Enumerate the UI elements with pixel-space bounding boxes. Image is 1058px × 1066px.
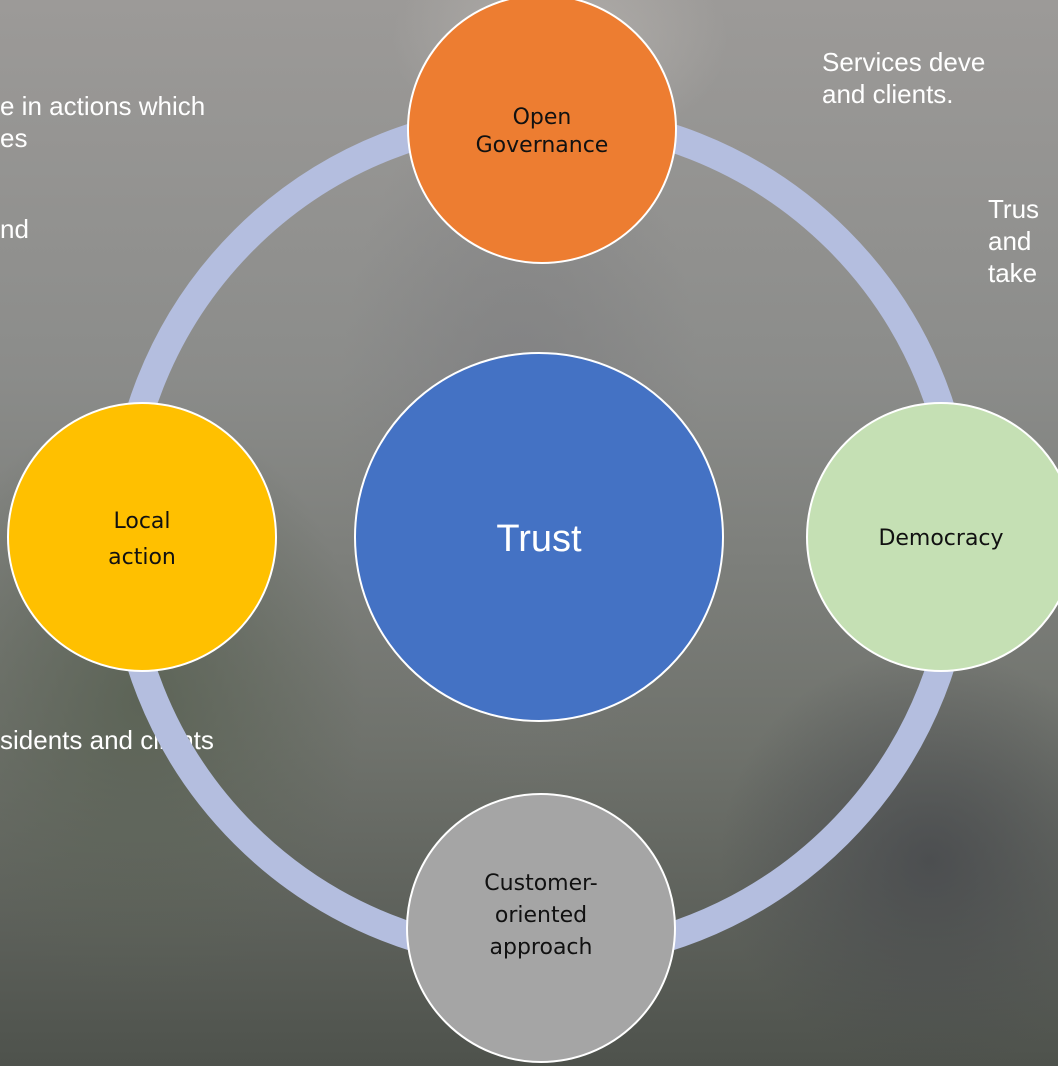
bg-text-line: and xyxy=(988,226,1032,256)
bg-text-line: e in actions which xyxy=(0,91,206,121)
bg-text-fragment-3: Services deve and clients. xyxy=(822,46,985,110)
node-label-line: Governance xyxy=(476,133,609,158)
node-label-line: Democracy xyxy=(878,526,1003,551)
node-label-line: action xyxy=(108,545,176,570)
bg-text-line: es xyxy=(0,123,28,153)
bg-text-line: Trus xyxy=(988,194,1040,224)
bg-text-line: nd xyxy=(0,214,29,244)
node-label-line: Open xyxy=(513,105,572,130)
bg-text-line: and clients. xyxy=(822,79,954,109)
node-label-line: oriented xyxy=(495,903,587,928)
bg-text-fragment-4: Trus and take xyxy=(988,193,1039,289)
center-node-label: Trust xyxy=(496,518,582,560)
node-label-line: Local xyxy=(113,509,170,534)
center-node-trust: Trust xyxy=(354,352,724,722)
center-node-circle xyxy=(354,352,724,722)
node-label-line: Customer- xyxy=(484,871,597,896)
bg-text-line: take xyxy=(988,258,1038,288)
bg-text-fragment-2: nd xyxy=(0,213,29,245)
node-circle xyxy=(406,793,676,1063)
node-circle xyxy=(407,0,677,264)
node-open-governance: Open Governance xyxy=(407,0,677,264)
node-circle xyxy=(806,402,1058,672)
node-customer-oriented-approach: Customer- oriented approach xyxy=(406,793,676,1063)
node-local-action: Local action xyxy=(7,402,277,672)
node-label-line: approach xyxy=(490,935,593,960)
bg-text-line: Services deve xyxy=(822,47,986,77)
node-democracy: Democracy xyxy=(806,402,1058,672)
bg-text-fragment-1: e in actions which es xyxy=(0,90,205,154)
node-circle xyxy=(7,402,277,672)
